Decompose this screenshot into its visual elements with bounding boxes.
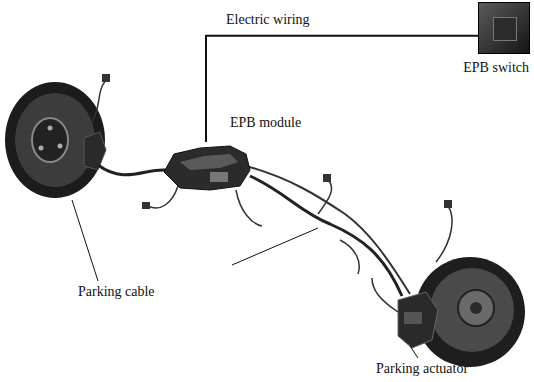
module-detail xyxy=(180,154,238,170)
wire xyxy=(340,240,359,274)
connector-plug xyxy=(142,202,150,209)
parking-cable xyxy=(250,176,402,296)
right-disc-face xyxy=(430,268,514,352)
left-disc-face xyxy=(15,93,95,187)
leader-line xyxy=(232,228,318,265)
leader-line xyxy=(410,346,418,358)
wire xyxy=(372,278,398,312)
actuator-motor xyxy=(404,312,422,324)
wire xyxy=(236,190,262,226)
bolt xyxy=(39,146,44,151)
module-detail xyxy=(210,172,228,182)
node-label: EPB module xyxy=(230,115,301,131)
left-hub xyxy=(32,118,68,162)
leader-line xyxy=(72,200,98,281)
wiring-line xyxy=(206,36,478,142)
left-disc xyxy=(5,82,105,198)
wire xyxy=(148,186,178,208)
left-caliper xyxy=(84,132,106,170)
bolt xyxy=(48,126,53,131)
part-label: Parking cable xyxy=(78,284,155,300)
switch-box: EPB switch xyxy=(478,2,530,54)
hub-center xyxy=(470,302,482,314)
switch-button xyxy=(493,17,517,41)
connector-plug xyxy=(102,74,110,82)
module-box: EPB module xyxy=(160,142,252,194)
parking-actuator xyxy=(398,292,438,348)
wire xyxy=(318,180,332,214)
connector-plug xyxy=(323,174,331,182)
parking-cable xyxy=(246,166,410,294)
wire xyxy=(436,206,452,262)
node-label: EPB switch xyxy=(463,60,529,76)
module-shape xyxy=(160,142,252,194)
part-label: Parking actuator xyxy=(376,361,468,377)
connector-plug xyxy=(444,200,452,208)
line-label: Electric wiring xyxy=(226,12,310,28)
wire xyxy=(92,80,106,122)
module-body xyxy=(164,146,250,190)
parking-cable xyxy=(98,165,166,175)
bolt xyxy=(58,144,63,149)
right-hub xyxy=(458,290,494,326)
